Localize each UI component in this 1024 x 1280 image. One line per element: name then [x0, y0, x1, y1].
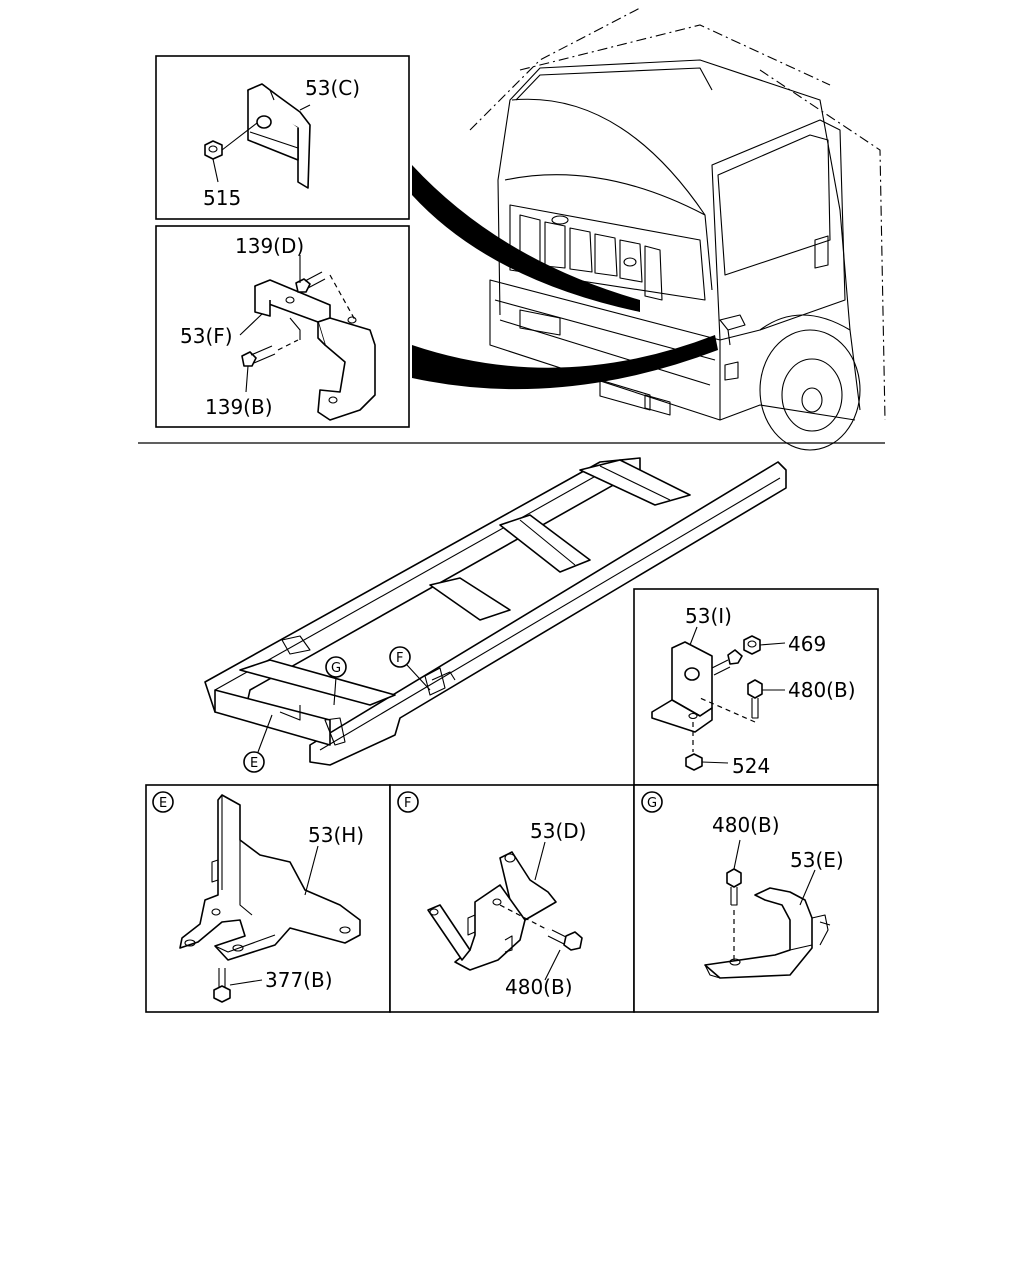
callout-480b-f: 480(B) — [505, 975, 573, 999]
chassis-frame-illustration: G F E — [204, 457, 787, 773]
callout-53e: 53(E) — [790, 848, 844, 872]
callout-139d: 139(D) — [235, 234, 304, 258]
callout-524: 524 — [732, 754, 770, 778]
detail-box-53c: 53(C) 515 — [155, 55, 410, 220]
detail-box-e: E 53(H) 377(B) — [145, 784, 391, 1013]
callout-469: 469 — [788, 632, 826, 656]
detail-box-53i: 53(I) 469 480(B) 524 — [633, 588, 879, 786]
view-marker-e-box: E — [159, 796, 167, 811]
callout-53h: 53(H) — [308, 823, 364, 847]
callout-53f: 53(F) — [180, 324, 233, 348]
detail-box-53f: 139(D) 53(F) 139(B) — [155, 225, 410, 428]
callout-480b-i: 480(B) — [788, 678, 856, 702]
truck-cab-illustration — [412, 7, 886, 451]
view-marker-f: F — [396, 651, 403, 666]
callout-139b: 139(B) — [205, 395, 273, 419]
callout-480b-g: 480(B) — [712, 813, 780, 837]
callout-53d: 53(D) — [530, 819, 586, 843]
callout-53c: 53(C) — [305, 76, 360, 100]
detail-box-g: G 480(B) 53(E) — [633, 784, 879, 1013]
view-marker-g-box: G — [647, 796, 657, 811]
view-marker-f-box: F — [404, 796, 411, 811]
callout-377b: 377(B) — [265, 968, 333, 992]
callout-515: 515 — [203, 186, 241, 210]
detail-box-f: F 53(D) 480(B) — [389, 784, 635, 1013]
callout-53i: 53(I) — [685, 604, 732, 628]
view-marker-g: G — [331, 661, 341, 676]
view-marker-e: E — [250, 756, 258, 771]
